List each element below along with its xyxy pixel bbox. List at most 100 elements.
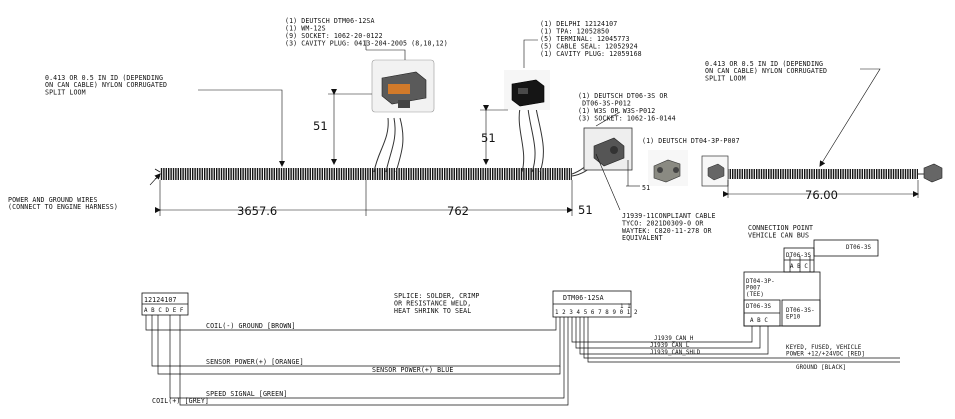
schematic-boxes (141, 239, 879, 327)
wire-coil-plus: COIL(+) [GREY] (152, 397, 209, 405)
wire-ground: GROUND [BLACK] (796, 365, 846, 371)
wire-coil-ground: COIL(-) GROUND [BROWN] (206, 322, 296, 330)
svg-text:POWER AND GROUND WIRES(CONNECT: POWER AND GROUND WIRES(CONNECT TO ENGINE… (8, 196, 118, 211)
schematic-wires (145, 256, 900, 406)
wire-speed-signal: SPEED SIGNAL [GREEN] (206, 390, 287, 398)
dt04-label: DT04-3P-P007(TEE) (746, 279, 775, 298)
dim-length-right: 76.00 (805, 188, 838, 202)
splice-line: HEAT SHRINK TO SEAL (394, 307, 471, 315)
dt04-line: DT04-3P- (746, 279, 775, 285)
delphi-line: (1) DELPHI 12124107 (540, 20, 617, 28)
wire-sensor-power-blue: SENSOR POWER(+) BLUE (372, 366, 453, 374)
ep10-line: DT06-3S- (786, 308, 815, 314)
loomR-line: ON CAN CABLE) NYLON CORRUGATED (705, 67, 827, 75)
dimensions (155, 89, 919, 216)
dim-length-mid: 762 (447, 204, 469, 218)
dtm06-connector-photo (371, 59, 435, 113)
svg-text:(1) DEUTSCH DT06-3S OR DT06: (1) DEUTSCH DT06-3S OR DT06-3S-P012(1) W… (578, 92, 676, 123)
dt06-lower-title: DT06-3S (746, 304, 772, 310)
dim-51-d: 51 (578, 203, 593, 217)
conn-line: CONNECTION POINT (748, 224, 813, 232)
dtm-line: (3) CAVITY PLUG: 0413-204-2005 (8,10,12) (285, 40, 448, 48)
wires-dtm06 (373, 117, 404, 173)
wire-end-left (154, 168, 161, 180)
dt06-far-title: DT06-3S (846, 245, 872, 251)
loom-right (728, 169, 918, 179)
dtm06-pins: 1 2 3 4 5 6 7 8 9 0 1 2 (555, 310, 638, 316)
dt06-line: (1) DEUTSCH DT06-3S OR (578, 92, 668, 100)
end-connector-photo-b (923, 163, 943, 183)
pg-line: POWER AND GROUND WIRES (8, 196, 98, 204)
dim-length-main: 3657.6 (237, 204, 277, 218)
dim-51-b: 51 (481, 131, 496, 145)
dtm-line: (1) DEUTSCH DTM06-12SA (285, 17, 375, 25)
j1939-line: J1939-11CONPLIANT CABLE (622, 212, 716, 220)
wire-can-l: J1939_CAN_L (650, 343, 690, 349)
delphi-pins: A B C D E F (144, 308, 184, 314)
delphi-connector-photo (504, 70, 550, 110)
loom-main (160, 168, 572, 180)
j1939-line: TYCO: 2021D0309-0 OR (622, 219, 703, 227)
loomL-line: 0.413 OR 0.5 IN ID (DEPENDING (45, 74, 163, 82)
loomR-line: 0.413 OR 0.5 IN ID (DEPENDING (705, 60, 823, 68)
delphi-line: (5) TERMINAL: 12045773 (540, 35, 630, 43)
callout-dt06: (1) DEUTSCH DT06-3S OR DT06-3S-P012(1) W… (578, 92, 676, 123)
callout-dtm06: (1) DEUTSCH DTM06-12SA(1) WM-12S(9) SOCK… (285, 17, 448, 48)
dt06-line: (3) SOCKET: 1062-16-0144 (578, 115, 676, 123)
delphi-line: (1) CAVITY PLUG: 12059168 (540, 50, 642, 58)
j1939-line: EQUIVALENT (622, 234, 663, 242)
callout-dt04: (1) DEUTSCH DT04-3P-P007 (642, 137, 740, 145)
delphi-line: (1) TPA: 12052850 (540, 28, 609, 36)
dt06-ep10-box (781, 299, 821, 327)
callout-power-ground: POWER AND GROUND WIRES(CONNECT TO ENGINE… (8, 196, 118, 211)
dim-51-c: 51 (642, 184, 650, 192)
loomR-line: SPLIT LOOM (705, 74, 746, 82)
dt06-connector-photo (583, 127, 633, 171)
dim-51-a: 51 (313, 119, 328, 133)
dt06-line: (1) W3S OR W3S-P012 (578, 107, 655, 115)
dt04-line: P007 (746, 285, 761, 291)
svg-text:DT04-3P-P007(TEE): DT04-3P-P007(TEE) (746, 279, 775, 298)
end-connector-photo-a (701, 155, 729, 187)
wires-delphi (518, 107, 544, 173)
svg-text:(1) DEUTSCH DTM06-12SA(1) WM-1: (1) DEUTSCH DTM06-12SA(1) WM-12S(9) SOCK… (285, 17, 448, 48)
dtm-line: (9) SOCKET: 1062-20-0122 (285, 32, 383, 40)
dt04-connector-photo (648, 150, 688, 186)
dtm-line: (1) WM-12S (285, 25, 326, 33)
delphi-line: (5) CABLE SEAL: 12052924 (540, 43, 638, 51)
delphi-title: 12124107 (144, 296, 177, 304)
keyed-line: KEYED, FUSED, VEHICLE (786, 345, 862, 351)
leader-lines (149, 39, 881, 211)
callout-delphi: (1) DELPHI 12124107(1) TPA: 12052850(5) … (540, 20, 642, 58)
main-harness (154, 107, 932, 180)
splice-line: SPLICE: SOLDER, CRIMP (394, 292, 479, 300)
svg-text:DT06-3S-EP10: DT06-3S-EP10 (786, 308, 815, 320)
svg-text:(1) DELPHI 12124107(1) TPA: 12: (1) DELPHI 12124107(1) TPA: 12052850(5) … (540, 20, 642, 58)
dt04-line: (TEE) (746, 292, 764, 298)
dt06-top-title: DT06-3S (786, 253, 812, 259)
dt06-ep10-label: DT06-3S-EP10 (786, 308, 815, 320)
ep10-line: EP10 (786, 314, 801, 320)
wire-can-h: J1939_CAN_H (654, 336, 694, 342)
dtm06-11: 1 1 (620, 304, 631, 310)
pg-line: (CONNECT TO ENGINE HARNESS) (8, 203, 118, 211)
loomL-line: SPLIT LOOM (45, 88, 86, 96)
loomL-line: ON CAN CABLE) NYLON CORRUGATED (45, 81, 167, 89)
conn-line: VEHICLE CAN BUS (748, 231, 809, 239)
wire-can-shld: J1939_CAN_SHLD (650, 350, 701, 356)
keyed-line: POWER +12/+24VDC [RED] (786, 352, 865, 358)
splice-line: OR RESISTANCE WELD, (394, 299, 471, 307)
j1939-line: WAYTEK: C820-11-278 OR (622, 227, 712, 235)
